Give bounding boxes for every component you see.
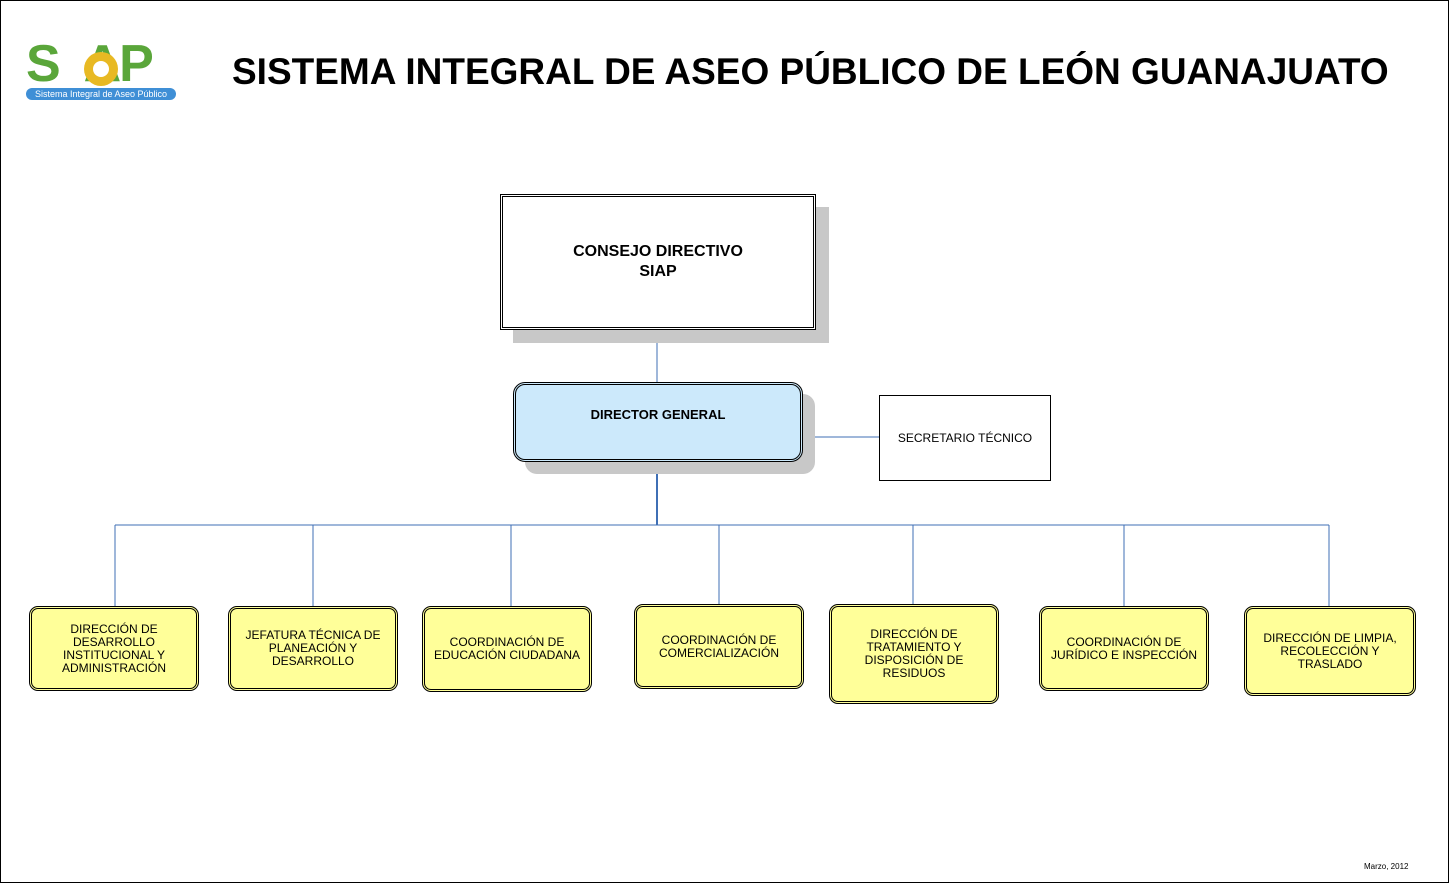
- unit-label: DIRECCIÓN DE LIMPIA, RECOLECCIÓN Y TRASL…: [1263, 630, 1397, 671]
- consejo-directivo-box: CONSEJO DIRECTIVO SIAP: [500, 194, 816, 330]
- logo-tagline: Sistema Integral de Aseo Público: [26, 88, 176, 100]
- unit-label: DIRECCIÓN DE DESARROLLO INSTITUCIONAL Y …: [61, 621, 166, 675]
- director-general-box: DIRECTOR GENERAL: [513, 382, 803, 462]
- unit-box-desarrollo-institucional: DIRECCIÓN DE DESARROLLO INSTITUCIONAL Y …: [29, 606, 199, 691]
- consejo-label-line2: SIAP: [639, 263, 677, 280]
- unit-box-comercializacion: COORDINACIÓN DE COMERCIALIZACIÓN: [634, 604, 804, 689]
- unit-box-limpia-recoleccion: DIRECCIÓN DE LIMPIA, RECOLECCIÓN Y TRASL…: [1244, 606, 1416, 696]
- unit-label: COORDINACIÓN DE EDUCACIÓN CIUDADANA: [433, 635, 580, 662]
- unit-box-juridico-inspeccion: COORDINACIÓN DE JURÍDICO E INSPECCIÓN: [1039, 606, 1209, 691]
- unit-label: DIRECCIÓN DE TRATAMIENTO Y DISPOSICIÓN D…: [864, 627, 964, 680]
- footer-date: Marzo, 2012: [1364, 862, 1409, 871]
- unit-box-educacion-ciudadana: COORDINACIÓN DE EDUCACIÓN CIUDADANA: [422, 606, 592, 692]
- unit-box-jefatura-tecnica: JEFATURA TÉCNICA DE PLANEACIÓN Y DESARRO…: [228, 606, 398, 691]
- recycle-icon: [84, 52, 118, 86]
- unit-label: COORDINACIÓN DE COMERCIALIZACIÓN: [658, 632, 779, 660]
- secretario-tecnico-box: SECRETARIO TÉCNICO: [879, 395, 1051, 481]
- director-label: DIRECTOR GENERAL: [590, 407, 726, 422]
- consejo-label-line1: CONSEJO DIRECTIVO: [573, 243, 743, 260]
- unit-label: JEFATURA TÉCNICA DE PLANEACIÓN Y DESARRO…: [245, 628, 381, 668]
- unit-box-tratamiento-residuos: DIRECCIÓN DE TRATAMIENTO Y DISPOSICIÓN D…: [829, 604, 999, 704]
- page-title: SISTEMA INTEGRAL DE ASEO PÚBLICO DE LEÓN…: [232, 51, 1389, 92]
- siap-logo: S AP Sistema Integral de Aseo Público: [26, 38, 176, 102]
- unit-label: COORDINACIÓN DE JURÍDICO E INSPECCIÓN: [1050, 634, 1197, 662]
- secretario-label: SECRETARIO TÉCNICO: [897, 431, 1033, 445]
